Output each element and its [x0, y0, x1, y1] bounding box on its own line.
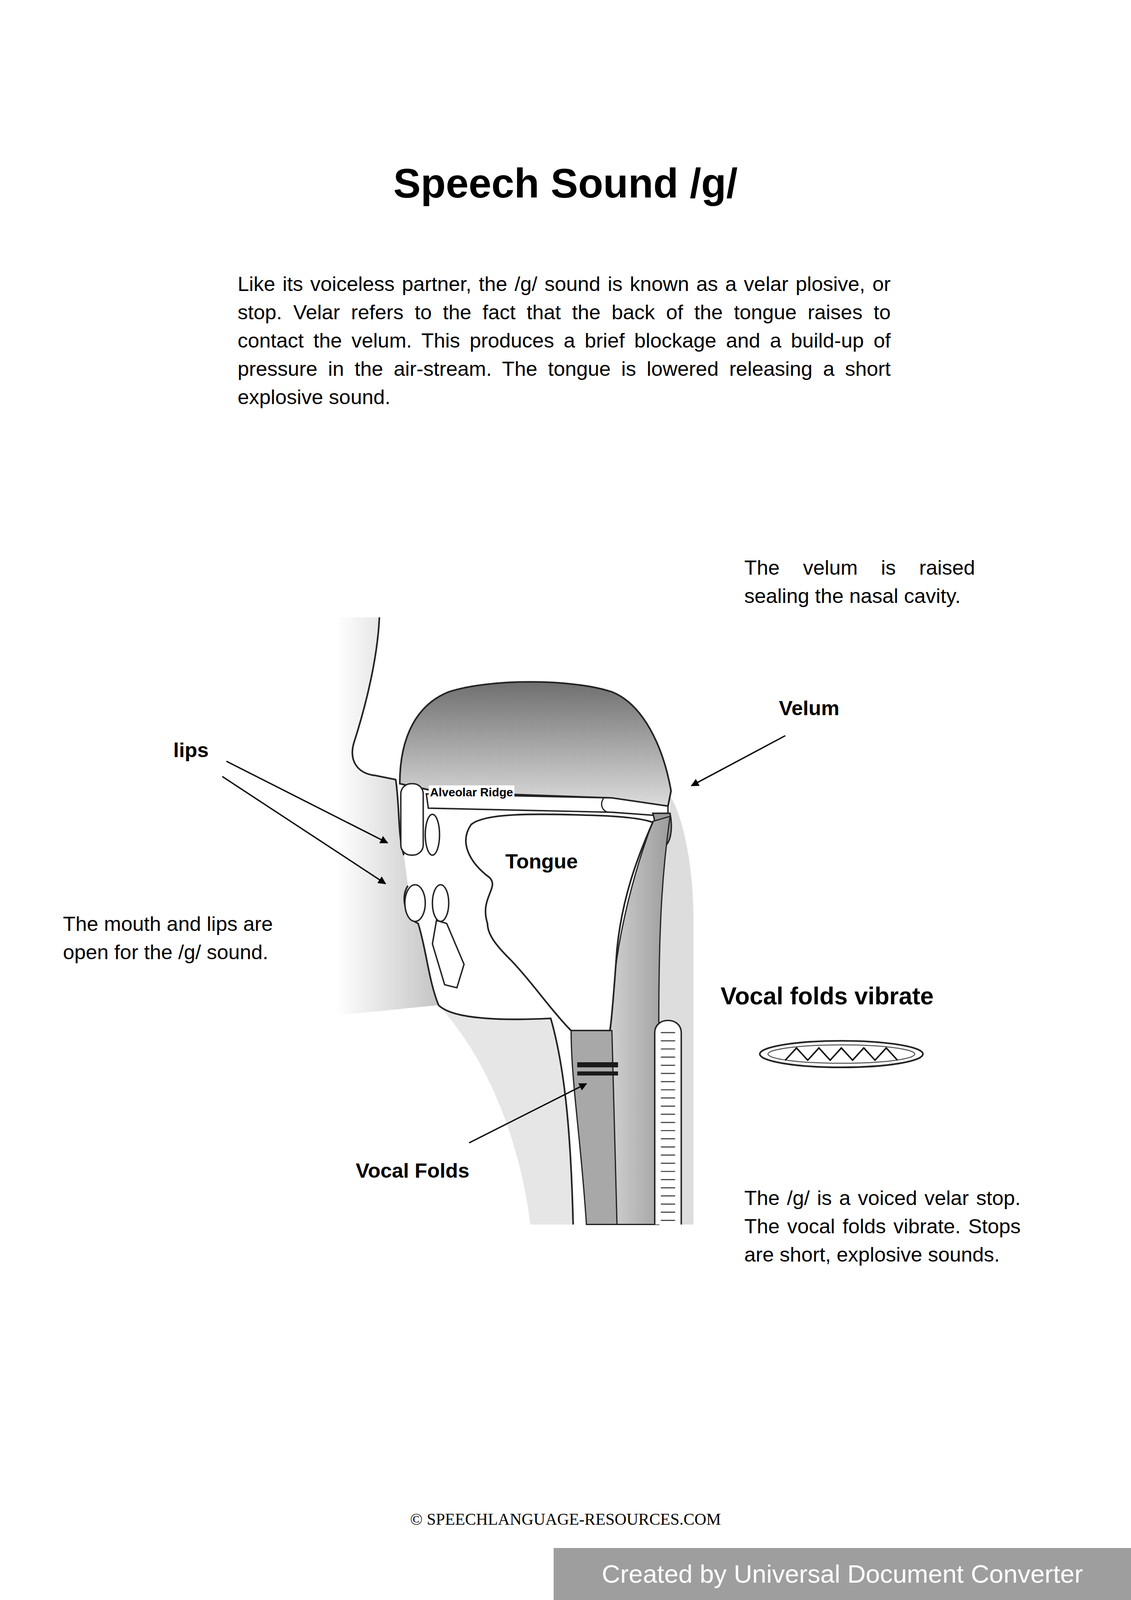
vocal-fold-line — [577, 1062, 618, 1068]
velum-note: The velum is raised sealing the nasal ca… — [744, 553, 976, 611]
nasal-cavity — [399, 681, 672, 806]
symbol-zigzag — [785, 1047, 898, 1061]
upper-tooth — [400, 783, 424, 856]
vibration-symbol — [759, 1040, 924, 1068]
voicing-heading: Vocal folds vibrate — [720, 981, 934, 1011]
neck-shading — [438, 1005, 574, 1225]
face-profile — [352, 617, 405, 856]
trachea-rings — [660, 1032, 675, 1221]
jaw-bone — [432, 920, 464, 988]
watermark: Created by Universal Document Converter — [553, 1547, 1131, 1600]
voicing-note: The /g/ is a voiced velar stop. The voca… — [744, 1183, 1021, 1269]
page-title: Speech Sound /g/ — [0, 160, 1131, 207]
part-label: Velum — [778, 695, 840, 721]
upper-incisor — [425, 814, 440, 855]
leader-line — [469, 1083, 587, 1143]
vocal-fold-line — [577, 1071, 618, 1076]
part-label: Vocal Folds — [355, 1158, 470, 1183]
tongue-shape — [466, 814, 654, 1031]
larynx — [570, 1030, 618, 1225]
palate-junction — [601, 798, 608, 813]
leader-lines — [222, 735, 786, 1143]
leader-line — [222, 776, 386, 884]
lower-tooth — [404, 884, 426, 922]
trachea-outline — [654, 1020, 682, 1225]
copyright-note: © SPEECHLANGUAGE-RESOURCES.COM — [0, 1509, 1131, 1530]
head-section — [336, 617, 694, 1225]
part-label: Tongue — [505, 849, 578, 874]
leader-line — [691, 735, 786, 786]
intro-paragraph: Like its voiceless partner, the /g/ soun… — [237, 269, 891, 412]
symbol-outer — [759, 1040, 924, 1068]
leader-line — [226, 761, 388, 843]
lower-incisor — [432, 884, 449, 922]
mouth-note: The mouth and lips are open for the /g/ … — [62, 909, 287, 967]
part-label: lips — [173, 737, 209, 763]
part-label: Alveolar Ridge — [428, 785, 515, 800]
face-shading — [336, 617, 439, 1016]
symbol-inner — [767, 1044, 915, 1064]
